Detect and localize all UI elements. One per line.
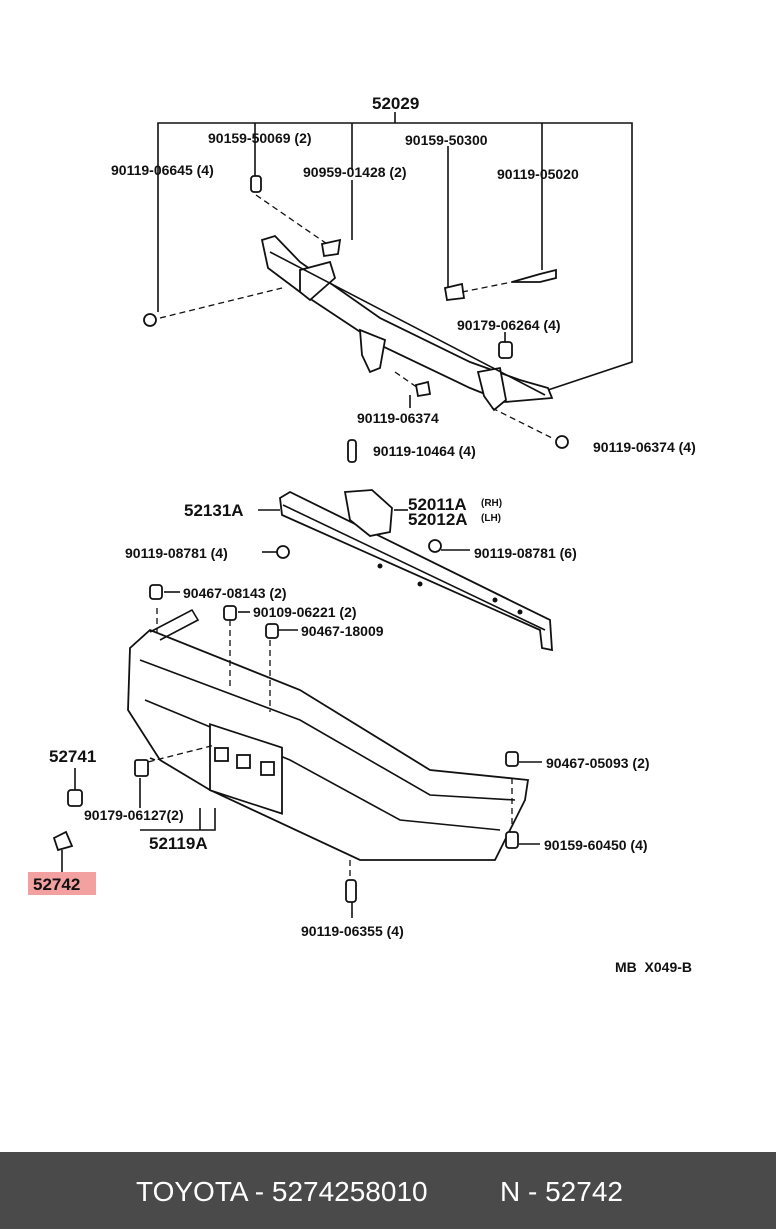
label-90159-60450: 90159-60450 (4) bbox=[544, 837, 648, 853]
bracket-52029-drawing bbox=[143, 112, 633, 449]
label-ref-code: MB X049-B bbox=[615, 959, 692, 975]
label-90119-06355: 90119-06355 (4) bbox=[301, 923, 404, 939]
label-90119-05020: 90119-05020 bbox=[497, 166, 579, 182]
label-52131A: 52131A bbox=[184, 501, 244, 520]
label-90179-06264: 90179-06264 (4) bbox=[457, 317, 561, 333]
reinforcement-52131A-drawing bbox=[258, 439, 553, 652]
label-90467-05093: 90467-05093 (2) bbox=[546, 755, 650, 771]
label-52011A: 52011A bbox=[408, 495, 467, 514]
footer-brand-part-number: TOYOTA - 5274258010 bbox=[136, 1176, 428, 1207]
label-90159-50300: 90159-50300 bbox=[405, 132, 488, 148]
label-52012A-side: (LH) bbox=[481, 513, 501, 524]
label-52119A: 52119A bbox=[149, 834, 208, 853]
footer-reference: N - 52742 bbox=[500, 1176, 623, 1207]
highlight-52742 bbox=[28, 872, 96, 895]
label-90179-06127: 90179-06127(2) bbox=[84, 807, 184, 823]
label-52742: 52742 bbox=[33, 875, 80, 894]
label-52012A: 52012A bbox=[408, 510, 468, 529]
label-90959-01428: 90959-01428 (2) bbox=[303, 164, 407, 180]
footer-bar: TOYOTA - 5274258010 N - 52742 bbox=[0, 1152, 776, 1229]
label-52011A-side: (RH) bbox=[481, 498, 502, 509]
label-52741: 52741 bbox=[49, 747, 96, 766]
label-90119-10464: 90119-10464 (4) bbox=[373, 443, 476, 459]
label-90467-18009: 90467-18009 bbox=[301, 623, 384, 639]
label-90109-06221: 90109-06221 (2) bbox=[253, 604, 357, 620]
bumper-cover-52119A-drawing bbox=[127, 584, 542, 918]
label-90119-08781-4: 90119-08781 (4) bbox=[125, 545, 228, 561]
label-90119-06374: 90119-06374 bbox=[357, 410, 439, 426]
label-90467-08143: 90467-08143 (2) bbox=[183, 585, 287, 601]
label-90159-50069: 90159-50069 (2) bbox=[208, 130, 312, 146]
label-52029: 52029 bbox=[372, 94, 419, 113]
label-90119-08781-6: 90119-08781 (6) bbox=[474, 545, 577, 561]
label-90119-06645: 90119-06645 (4) bbox=[111, 162, 214, 178]
clip-parts-drawing bbox=[52, 768, 83, 872]
label-90119-06374-4: 90119-06374 (4) bbox=[593, 439, 696, 455]
parts-diagram: 52029 90159-50069 (2) 90159-50300 90119-… bbox=[28, 94, 696, 975]
